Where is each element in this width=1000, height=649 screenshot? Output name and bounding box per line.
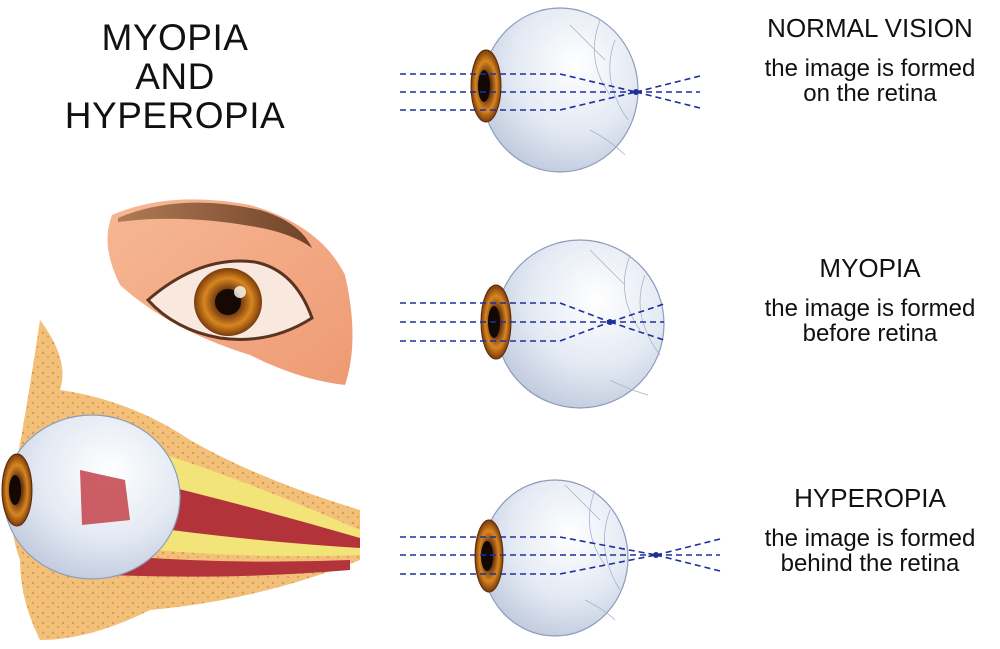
normal-vision-heading: NORMAL VISION bbox=[767, 13, 973, 43]
light-rays bbox=[400, 536, 721, 575]
hyperopia-desc-2: behind the retina bbox=[780, 550, 960, 577]
normal-vision-eye bbox=[400, 7, 701, 173]
normal-vision-label: NORMAL VISION the image is formed on the… bbox=[740, 14, 1000, 106]
myopia-eye bbox=[400, 239, 665, 409]
focal-point bbox=[653, 552, 659, 558]
eyebrow bbox=[118, 202, 312, 248]
myopia-label: MYOPIA the image is formed before retina bbox=[740, 254, 1000, 346]
side-cross-section bbox=[1, 320, 360, 640]
normal-vision-desc-1: the image is formed bbox=[764, 55, 976, 82]
eyeball bbox=[495, 239, 665, 409]
ciliary-muscle bbox=[80, 470, 130, 525]
title-line-3: HYPEROPIA bbox=[64, 95, 286, 136]
myopia-heading: MYOPIA bbox=[819, 253, 921, 283]
hyperopia-heading: HYPEROPIA bbox=[794, 483, 946, 513]
front-view-eye bbox=[107, 199, 353, 385]
hyperopia-desc-1: the image is formed bbox=[764, 525, 976, 552]
page-title: MYOPIA AND HYPEROPIA bbox=[30, 18, 320, 135]
eyeball bbox=[481, 7, 639, 173]
normal-vision-desc-2: on the retina bbox=[803, 80, 937, 107]
focal-point bbox=[607, 319, 613, 325]
light-rays bbox=[400, 73, 701, 111]
myopia-desc-2: before retina bbox=[802, 320, 938, 347]
focal-point bbox=[633, 89, 639, 95]
light-rays bbox=[400, 302, 665, 342]
hyperopia-label: HYPEROPIA the image is formed behind the… bbox=[740, 484, 1000, 576]
hyperopia-eye bbox=[400, 479, 721, 637]
eye-muscle-lower bbox=[110, 555, 350, 577]
myopia-desc-1: the image is formed bbox=[764, 295, 976, 322]
title-line-2: AND bbox=[135, 56, 215, 97]
title-line-1: MYOPIA bbox=[101, 17, 249, 58]
